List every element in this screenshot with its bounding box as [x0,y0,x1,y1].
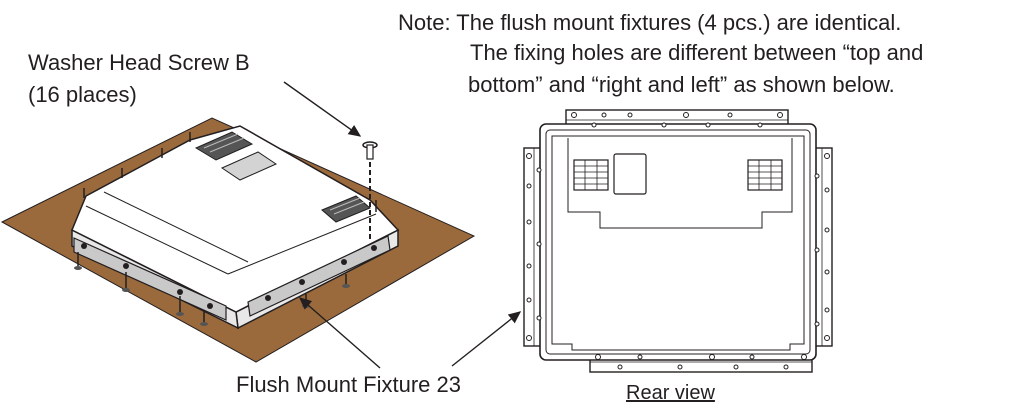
vent-grille-right [321,195,371,223]
rear-fixture-leader-line [451,311,522,367]
rear-view [523,109,833,373]
rear-housing-inner [545,129,811,355]
rear-label-plate [613,153,647,195]
rear-vent-left [573,159,609,191]
top-edge-screws [83,132,377,212]
rear-left-holes [526,153,542,341]
fixture-leader-line [298,297,381,369]
washer-head-screw-b [362,141,378,242]
note-line-2: The fixing holes are different between “… [470,40,924,65]
rear-bottom-holes [595,354,807,370]
screw-label-line-2: (16 places) [28,82,137,107]
label-patch [220,151,278,181]
note-line-1: Note: The flush mount fixtures (4 pcs.) … [398,10,902,35]
fixture-label: Flush Mount Fixture 23 [236,372,461,397]
screw-label-line-1: Washer Head Screw B [28,50,250,75]
fixture-screws [81,243,377,309]
rear-view-label: Rear view [626,382,715,404]
rear-top-holes [571,112,783,128]
vent-grille-top [194,131,254,161]
rear-vent-right [747,159,783,191]
isometric-view [0,117,476,363]
screw-leader-line [283,81,362,137]
flush-mount-fixture-right [247,235,391,317]
rear-right-holes [814,153,830,341]
note-line-3: bottom” and “right and left” as shown be… [468,72,895,97]
flush-mount-fixture-front [73,237,227,321]
